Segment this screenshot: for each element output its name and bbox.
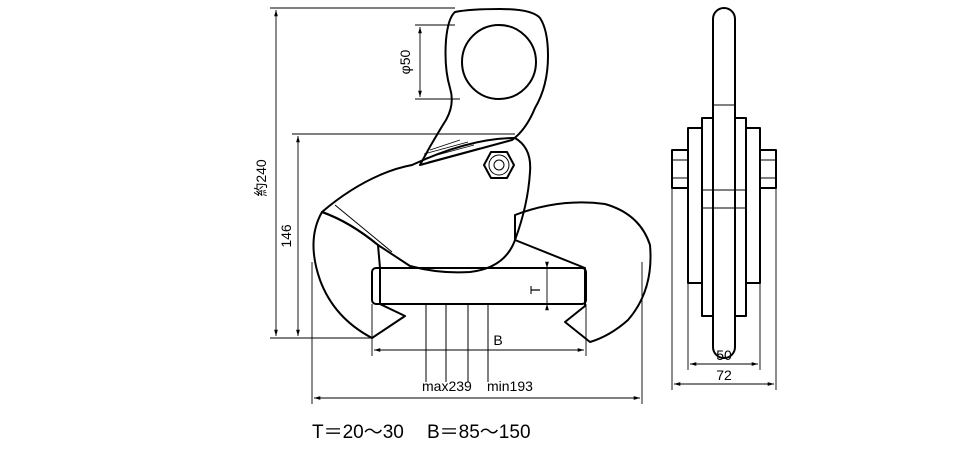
front-view: φ50 約240 146 T B xyxy=(253,7,652,404)
plate-stubs xyxy=(425,304,489,382)
side-outer-plate-right xyxy=(745,127,761,284)
side-view: 50 72 xyxy=(671,7,777,390)
jaw-height-dimension xyxy=(292,133,515,336)
opening-max-label: max239 xyxy=(422,378,472,394)
eye-diameter-label: φ50 xyxy=(397,49,413,74)
opening-min-label: min193 xyxy=(487,378,533,394)
side-bolt-nut xyxy=(759,149,777,189)
side-outer-plate-left xyxy=(687,127,703,284)
outer-width-label: 72 xyxy=(716,367,732,383)
inner-width-dimension xyxy=(687,283,761,370)
overall-height-label: 約240 xyxy=(253,159,269,197)
side-eye-bar xyxy=(712,7,736,359)
jaw-height-label: 146 xyxy=(278,224,294,248)
side-inner-plate-left xyxy=(701,117,714,317)
width-label: B xyxy=(493,332,502,348)
thickness-label: T xyxy=(527,285,543,294)
cam-body xyxy=(321,137,532,274)
spec-t-range: T＝20～30 xyxy=(312,422,404,443)
side-bolt-head xyxy=(671,149,689,189)
inner-width-label: 50 xyxy=(716,347,732,363)
eye-hole xyxy=(461,24,537,100)
eye-diameter-dimension xyxy=(415,24,460,100)
overall-height-dimension xyxy=(270,7,455,339)
lifting-eye xyxy=(419,8,549,166)
right-hook xyxy=(514,201,652,343)
outer-width-dimension xyxy=(671,188,777,390)
pivot-bolt xyxy=(483,151,515,179)
spec-b-range: B＝85～150 xyxy=(427,422,531,443)
side-inner-plate-right xyxy=(734,117,747,317)
width-dimension xyxy=(371,304,587,356)
opening-dimension xyxy=(311,262,643,404)
left-hook xyxy=(312,211,406,339)
thickness-dimension xyxy=(540,261,586,311)
clamped-plate xyxy=(371,267,587,305)
